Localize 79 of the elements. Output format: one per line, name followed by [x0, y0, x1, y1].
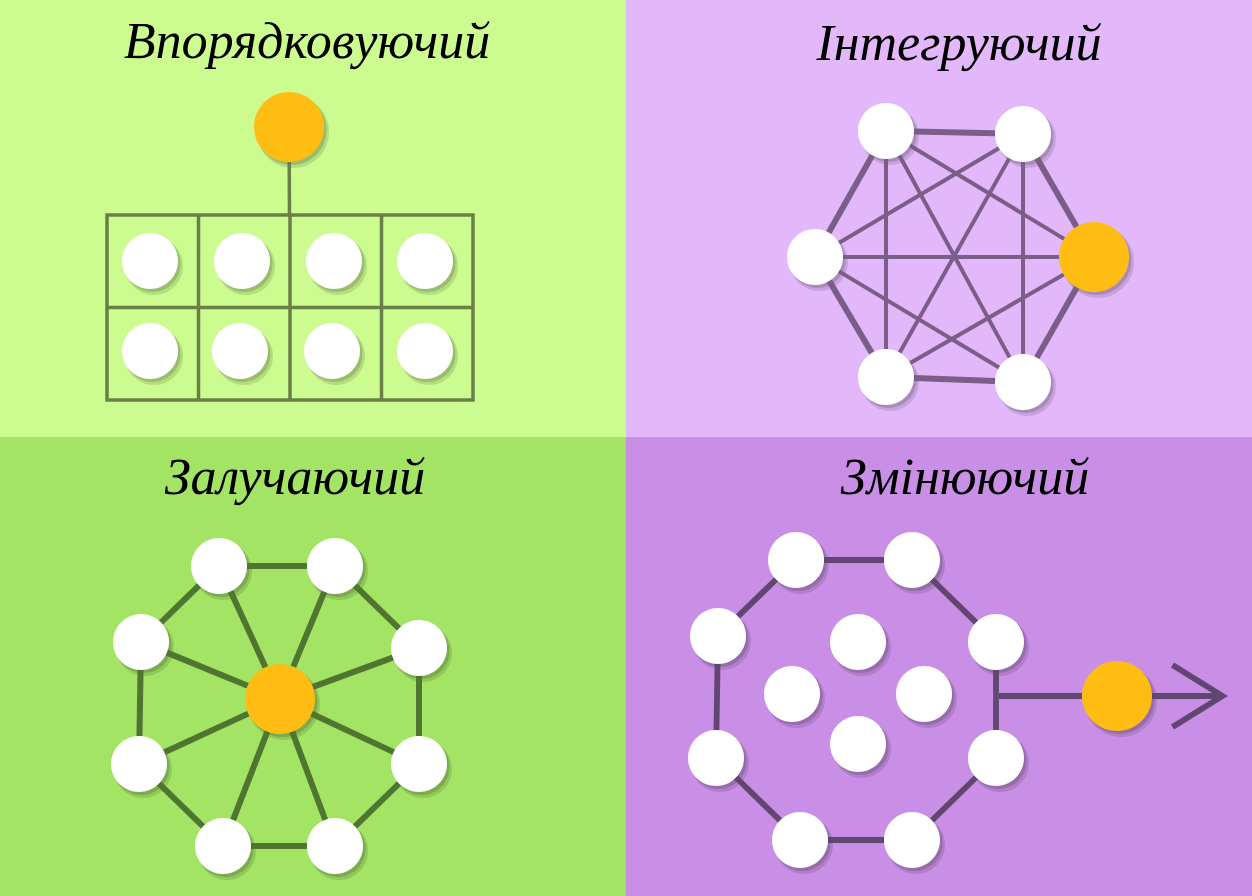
circle — [968, 730, 1029, 792]
grid-box — [105, 213, 475, 402]
connector-line — [713, 663, 721, 731]
connector-line — [230, 730, 271, 821]
connector-line — [310, 711, 395, 755]
connector-line — [824, 557, 884, 563]
circle — [391, 620, 452, 682]
circle — [858, 349, 919, 411]
connector-line — [1034, 156, 1080, 229]
circle — [884, 532, 945, 594]
connector-line — [828, 837, 884, 843]
circle — [690, 608, 751, 670]
connector-line — [884, 159, 888, 349]
circle — [830, 614, 891, 676]
connector-line — [311, 654, 394, 690]
panel-title: Змінюючий — [840, 457, 1089, 495]
connector-line — [826, 279, 875, 355]
circle — [830, 716, 891, 778]
circle — [768, 532, 829, 594]
connector-line — [290, 590, 328, 668]
circle — [391, 736, 452, 798]
circle — [111, 736, 172, 798]
connector-line — [352, 781, 402, 829]
circle — [764, 666, 825, 728]
accent-circle — [254, 92, 329, 168]
circle — [191, 538, 252, 600]
connector-line — [826, 153, 875, 235]
connector-line — [909, 272, 1065, 365]
connector-line — [930, 775, 978, 823]
connector-line — [165, 649, 249, 689]
connector-line — [736, 577, 778, 619]
circle — [896, 666, 957, 728]
circle — [307, 538, 368, 600]
connector-line — [156, 781, 206, 829]
circle — [307, 818, 368, 880]
connector-line — [843, 255, 1059, 259]
circle — [397, 233, 458, 295]
accent-circle — [1082, 661, 1157, 737]
accent-circle — [1059, 222, 1134, 298]
connector-line — [930, 577, 978, 625]
connector-line — [227, 590, 269, 669]
circle — [113, 614, 174, 676]
connector-line — [352, 583, 402, 631]
circle — [397, 323, 458, 385]
connector-line — [136, 669, 144, 737]
circle — [995, 106, 1056, 168]
connector-line — [838, 146, 1000, 245]
connector-line — [1021, 162, 1025, 354]
connector-line — [913, 375, 996, 384]
circle — [214, 233, 275, 295]
circle — [122, 233, 183, 295]
circle — [212, 323, 273, 385]
connector-line — [289, 730, 328, 821]
panel-title: Впорядковуючий — [124, 21, 490, 70]
circle — [122, 323, 183, 385]
circle — [858, 103, 919, 165]
panel — [626, 0, 1252, 437]
circle — [787, 229, 848, 291]
connector-line — [913, 128, 996, 137]
connector-line — [999, 693, 1082, 699]
connector-line — [734, 775, 782, 823]
panel-title: Інтегруючий — [816, 23, 1102, 72]
panel-title: Залучаючий — [164, 457, 425, 506]
connector-line — [908, 143, 1066, 241]
circle — [304, 323, 365, 385]
accent-circle — [245, 664, 320, 740]
circle — [306, 233, 367, 295]
circle — [995, 354, 1056, 416]
connector-line — [158, 583, 202, 625]
circle — [772, 812, 833, 874]
circle — [884, 812, 945, 874]
connector-line — [993, 670, 999, 730]
connector-line — [287, 161, 292, 215]
connector-line — [838, 269, 1001, 370]
connector-line — [163, 710, 250, 755]
circle — [968, 614, 1029, 676]
connector-line — [1034, 285, 1080, 360]
circle — [195, 818, 256, 880]
circle — [688, 730, 749, 792]
